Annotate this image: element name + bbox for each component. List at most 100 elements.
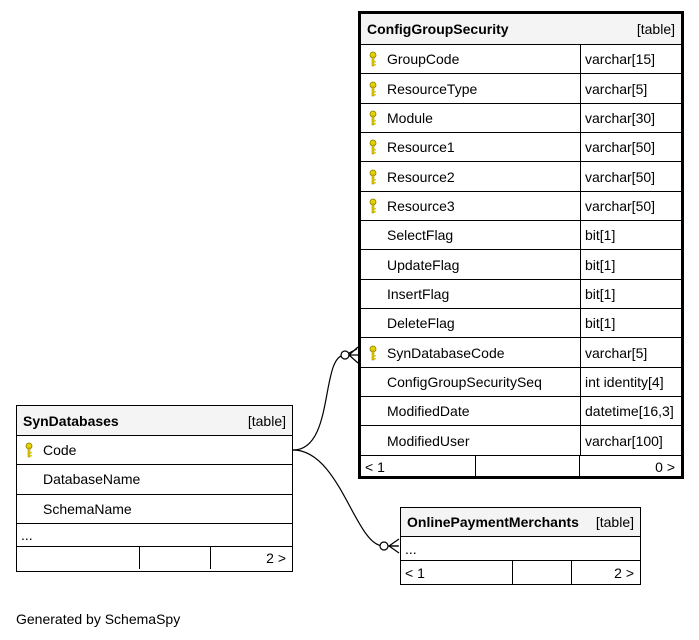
connector-syndatabases-to-onlinepaymentmerchants xyxy=(292,449,398,547)
column-name-cell: Module xyxy=(361,104,580,132)
column-name: ModifiedUser xyxy=(387,432,470,449)
table-footer: < 1 2 > xyxy=(401,561,640,584)
column-name-cell: ResourceType xyxy=(361,74,580,102)
column-name-cell: SchemaName xyxy=(17,495,292,523)
primary-key-icon xyxy=(369,198,377,214)
column-type: varchar[5] xyxy=(580,74,681,103)
column-name: Code xyxy=(43,442,77,459)
children-count[interactable]: 2 > xyxy=(266,549,286,566)
generated-by-text: Generated by SchemaSpy xyxy=(16,611,181,627)
column-name-cell: ModifiedUser xyxy=(361,426,580,454)
column-name: GroupCode xyxy=(387,51,460,68)
column-row[interactable]: Resource2 varchar[50] xyxy=(361,162,681,192)
parents-count[interactable]: < 1 xyxy=(361,455,476,478)
table-footer: < 1 0 > xyxy=(361,455,681,478)
column-type: varchar[5] xyxy=(580,338,681,367)
column-name: SelectFlag xyxy=(387,227,454,244)
table-kind: [table] xyxy=(247,412,286,429)
primary-key-icon xyxy=(369,139,377,155)
primary-key-icon xyxy=(369,169,377,185)
parents-count[interactable] xyxy=(17,546,140,569)
column-type: datetime[16,3] xyxy=(580,397,681,426)
column-name: Module xyxy=(387,109,433,126)
table-header: ConfigGroupSecurity [table] xyxy=(361,14,681,45)
table-footer: 2 > xyxy=(17,546,292,569)
column-name: DeleteFlag xyxy=(387,315,455,332)
column-type: bit[1] xyxy=(580,279,681,309)
column-name: SchemaName xyxy=(43,500,132,517)
column-type: bit[1] xyxy=(580,221,681,250)
column-row[interactable]: DatabaseName xyxy=(17,465,292,495)
column-row[interactable]: GroupCode varchar[15] xyxy=(361,45,681,75)
column-name: DatabaseName xyxy=(43,471,141,488)
column-type: varchar[50] xyxy=(580,133,681,162)
column-row[interactable]: Resource1 varchar[50] xyxy=(361,133,681,163)
column-name-cell: InsertFlag xyxy=(361,280,580,308)
optional-circle-icon xyxy=(379,541,389,551)
column-name: ModifiedDate xyxy=(387,403,470,420)
column-name-cell: SynDatabaseCode xyxy=(361,338,580,366)
children-count[interactable]: 0 > xyxy=(655,458,675,475)
primary-key-icon xyxy=(369,345,377,361)
column-row[interactable]: SynDatabaseCode varchar[5] xyxy=(361,338,681,368)
children-count[interactable]: 2 > xyxy=(614,564,634,581)
primary-key-icon xyxy=(369,110,377,126)
column-type: varchar[50] xyxy=(580,162,681,191)
table-configgroupsecurity[interactable]: ConfigGroupSecurity [table] GroupCode var… xyxy=(358,11,684,479)
connector-syndatabases-to-configgroupsecurity xyxy=(292,348,358,451)
column-name-cell: Resource3 xyxy=(361,192,580,220)
column-row[interactable]: Module varchar[30] xyxy=(361,103,681,134)
column-name: InsertFlag xyxy=(387,285,450,302)
column-type: varchar[15] xyxy=(580,45,681,74)
crowfoot-icon xyxy=(348,346,359,364)
table-onlinepaymentmerchants[interactable]: OnlinePaymentMerchants [table] ... < 1 2… xyxy=(400,507,641,585)
footer-middle xyxy=(476,455,580,478)
column-name-cell: ConfigGroupSecuritySeq xyxy=(361,368,580,396)
crowfoot-icon xyxy=(388,538,400,554)
column-name-cell: DeleteFlag xyxy=(361,309,580,337)
column-row[interactable]: ResourceType varchar[5] xyxy=(361,74,681,104)
column-name-cell: Code xyxy=(17,436,292,464)
table-header: OnlinePaymentMerchants [table] xyxy=(401,508,640,537)
column-type: int identity[4] xyxy=(580,367,681,397)
column-row[interactable]: ConfigGroupSecuritySeq int identity[4] xyxy=(361,367,681,398)
table-header: SynDatabases [table] xyxy=(17,406,292,436)
column-row[interactable]: SchemaName xyxy=(17,495,292,524)
column-name-cell: Resource2 xyxy=(361,162,580,190)
column-name: SynDatabaseCode xyxy=(387,344,505,361)
column-name-cell: DatabaseName xyxy=(17,465,292,493)
column-row[interactable]: DeleteFlag bit[1] xyxy=(361,309,681,339)
column-name-cell: ModifiedDate xyxy=(361,397,580,425)
column-name-cell: Resource1 xyxy=(361,133,580,161)
table-name[interactable]: ConfigGroupSecurity xyxy=(367,21,509,37)
column-name-cell: GroupCode xyxy=(361,45,580,73)
table-kind: [table] xyxy=(636,21,675,37)
column-row[interactable]: Code xyxy=(17,436,292,466)
column-type: varchar[30] xyxy=(580,103,681,133)
column-name-cell: SelectFlag xyxy=(361,221,580,249)
table-name[interactable]: OnlinePaymentMerchants xyxy=(407,514,579,530)
primary-key-icon xyxy=(369,81,377,97)
column-type: bit[1] xyxy=(580,309,681,338)
column-type: varchar[100] xyxy=(580,426,681,455)
footer-middle xyxy=(513,561,572,584)
table-name[interactable]: SynDatabases xyxy=(23,412,119,429)
column-name: Resource1 xyxy=(387,139,455,156)
column-row[interactable]: InsertFlag bit[1] xyxy=(361,279,681,310)
footer-middle xyxy=(140,546,211,569)
column-row[interactable]: SelectFlag bit[1] xyxy=(361,221,681,251)
column-type: bit[1] xyxy=(580,250,681,279)
primary-key-icon xyxy=(369,51,377,67)
optional-circle-icon xyxy=(340,350,350,360)
column-name: ResourceType xyxy=(387,80,478,97)
column-name: UpdateFlag xyxy=(387,256,460,273)
column-row[interactable]: ModifiedDate datetime[16,3] xyxy=(361,397,681,427)
parents-count[interactable]: < 1 xyxy=(401,561,513,584)
column-name: Resource2 xyxy=(387,168,455,185)
column-row[interactable]: UpdateFlag bit[1] xyxy=(361,250,681,280)
column-name: ConfigGroupSecuritySeq xyxy=(387,373,542,390)
column-row[interactable]: ModifiedUser varchar[100] xyxy=(361,426,681,456)
